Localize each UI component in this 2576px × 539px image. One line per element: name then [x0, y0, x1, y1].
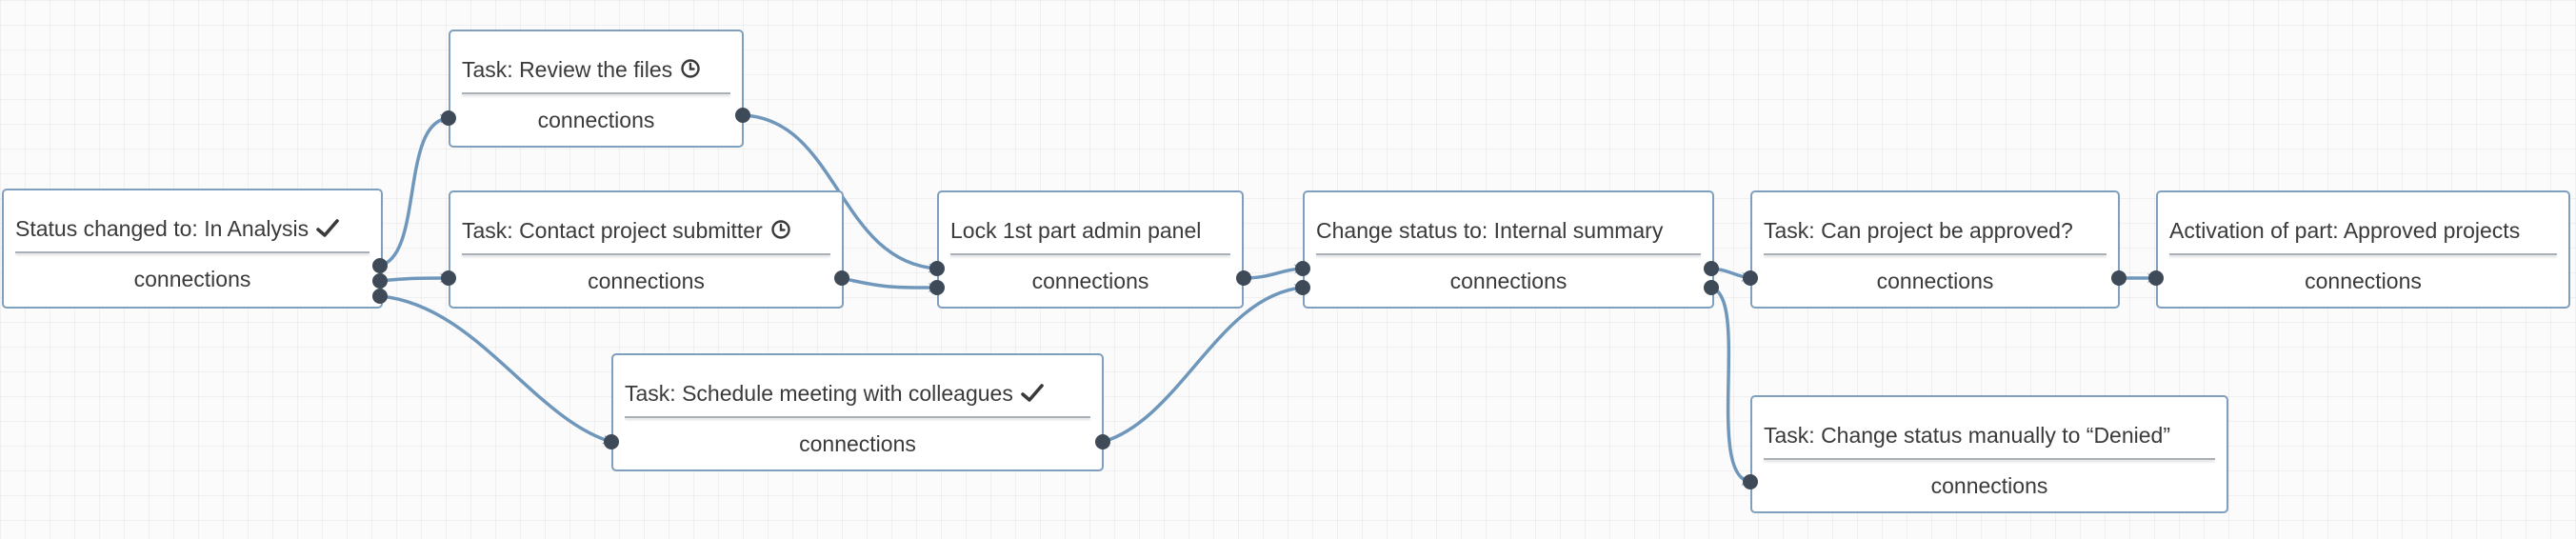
node-activation-approved-projects[interactable]: Activation of part: Approved projects co…	[2156, 190, 2570, 309]
connections-label[interactable]: connections	[1449, 269, 1568, 293]
node-lock-admin-panel[interactable]: Lock 1st part admin panel connections	[937, 190, 1244, 309]
node-status-in-analysis[interactable]: Status changed to: In Analysis connectio…	[2, 189, 383, 309]
node-task-can-project-be-approved[interactable]: Task: Can project be approved? connectio…	[1750, 190, 2120, 309]
check-icon	[1021, 374, 1044, 414]
connection-n6-to-n9[interactable]	[1709, 286, 1752, 486]
connection-n5-to-n6[interactable]	[1242, 264, 1305, 280]
node-change-status-internal-summary[interactable]: Change status to: Internal summary conne…	[1303, 190, 1714, 309]
input-port[interactable]	[2148, 270, 2164, 286]
input-port[interactable]	[1743, 474, 1758, 489]
input-port[interactable]	[1743, 270, 1758, 286]
node-divider	[625, 416, 1090, 418]
connection-n3-to-n5[interactable]	[840, 276, 939, 293]
connections-label[interactable]: connections	[1876, 269, 1994, 293]
connections-label[interactable]: connections	[537, 108, 655, 132]
node-divider	[1316, 253, 1701, 255]
connections-label[interactable]: connections	[1930, 473, 2048, 498]
connections-label[interactable]: connections	[2305, 269, 2422, 293]
node-title: Task: Can project be approved?	[1764, 218, 2073, 243]
check-icon	[316, 210, 339, 250]
input-port[interactable]	[604, 434, 619, 449]
node-divider	[462, 253, 830, 255]
node-divider	[2169, 253, 2557, 255]
clock-icon	[680, 50, 701, 90]
output-port[interactable]	[1095, 434, 1110, 449]
node-divider	[1764, 253, 2107, 255]
connections-label[interactable]: connections	[133, 267, 251, 291]
output-port[interactable]	[735, 108, 750, 123]
input-port[interactable]	[1295, 261, 1310, 276]
connection-n1-to-n4[interactable]	[378, 294, 613, 445]
connections-label[interactable]: connections	[1031, 269, 1149, 293]
output-port[interactable]	[834, 270, 849, 286]
output-port[interactable]	[1236, 270, 1251, 286]
output-port[interactable]	[2111, 270, 2127, 286]
node-task-contact-submitter[interactable]: Task: Contact project submitter connecti…	[449, 190, 844, 309]
input-port[interactable]	[929, 261, 945, 276]
node-divider	[1764, 458, 2215, 460]
node-title: Task: Review the files	[462, 57, 673, 82]
connection-n1-to-n3[interactable]	[378, 273, 450, 284]
connection-n4-to-n6[interactable]	[1101, 283, 1305, 444]
input-port[interactable]	[1295, 280, 1310, 295]
output-port[interactable]	[1704, 280, 1719, 295]
node-task-schedule-meeting[interactable]: Task: Schedule meeting with colleagues c…	[611, 353, 1104, 471]
node-title: Lock 1st part admin panel	[950, 218, 1202, 243]
node-title: Task: Schedule meeting with colleagues	[625, 381, 1013, 406]
output-port[interactable]	[372, 258, 388, 273]
node-divider	[15, 251, 369, 253]
connections-label[interactable]: connections	[799, 431, 916, 456]
input-port[interactable]	[929, 280, 945, 295]
output-port[interactable]	[372, 289, 388, 304]
node-title: Task: Contact project submitter	[462, 218, 763, 243]
node-title: Change status to: Internal summary	[1316, 218, 1664, 243]
node-task-change-status-denied[interactable]: Task: Change status manually to “Denied”…	[1750, 395, 2228, 513]
node-divider	[950, 253, 1230, 255]
clock-icon	[770, 211, 791, 251]
node-task-review-files[interactable]: Task: Review the files connections	[449, 30, 744, 148]
node-title: Status changed to: In Analysis	[15, 216, 310, 241]
connections-label[interactable]: connections	[588, 269, 705, 293]
node-title: Task: Change status manually to “Denied”	[1764, 423, 2170, 448]
input-port[interactable]	[441, 110, 456, 126]
output-port[interactable]	[1704, 261, 1719, 276]
node-title: Activation of part: Approved projects	[2169, 218, 2521, 243]
output-port[interactable]	[372, 273, 388, 289]
connection-n1-to-n2[interactable]	[378, 113, 450, 268]
node-divider	[462, 92, 730, 94]
input-port[interactable]	[441, 270, 456, 286]
